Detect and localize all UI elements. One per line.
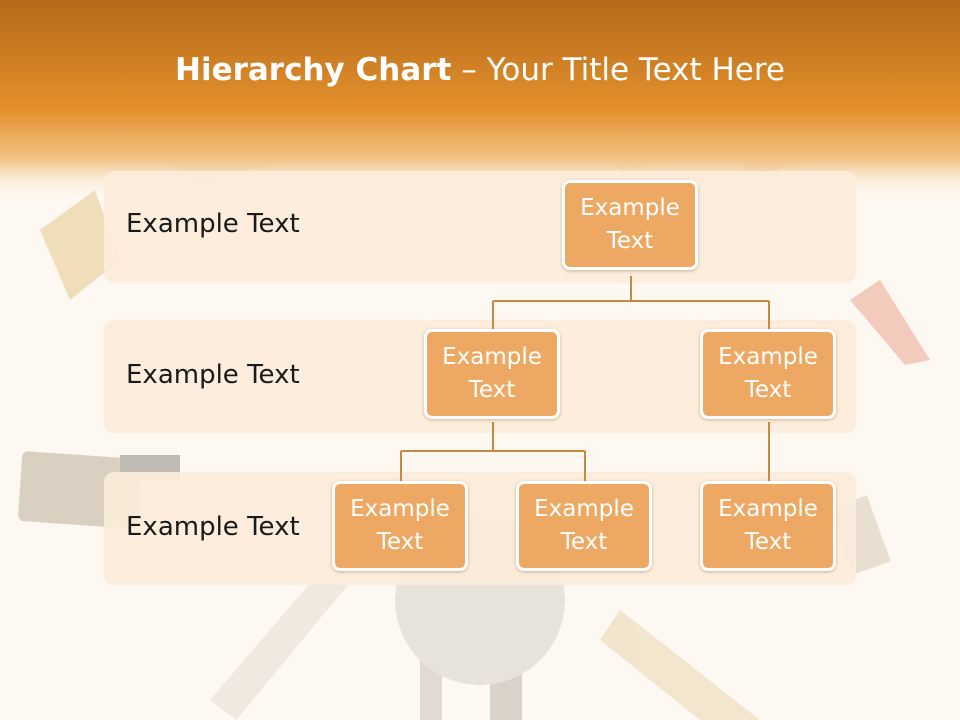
level-3-label: Example Text [126,512,300,542]
slide-title: Hierarchy Chart – Your Title Text Here [0,52,960,88]
level-1-label: Example Text [126,209,300,239]
node-level2-left[interactable]: Example Text [424,329,560,419]
connector-root-to-level2 [492,276,770,330]
node-level3-right[interactable]: Example Text [700,481,836,571]
node-level3-middle[interactable]: Example Text [516,481,652,571]
node-level3-left[interactable]: Example Text [332,481,468,571]
level-band-1: Example Text [104,171,856,283]
node-root[interactable]: Example Text [562,180,698,270]
connector-level2-left-to-level3 [400,422,586,482]
node-level2-right[interactable]: Example Text [700,329,836,419]
title-dash: – [451,52,487,88]
level-2-label: Example Text [126,360,300,390]
title-bold-part: Hierarchy Chart [175,52,452,88]
title-rest: Your Title Text Here [486,52,785,88]
